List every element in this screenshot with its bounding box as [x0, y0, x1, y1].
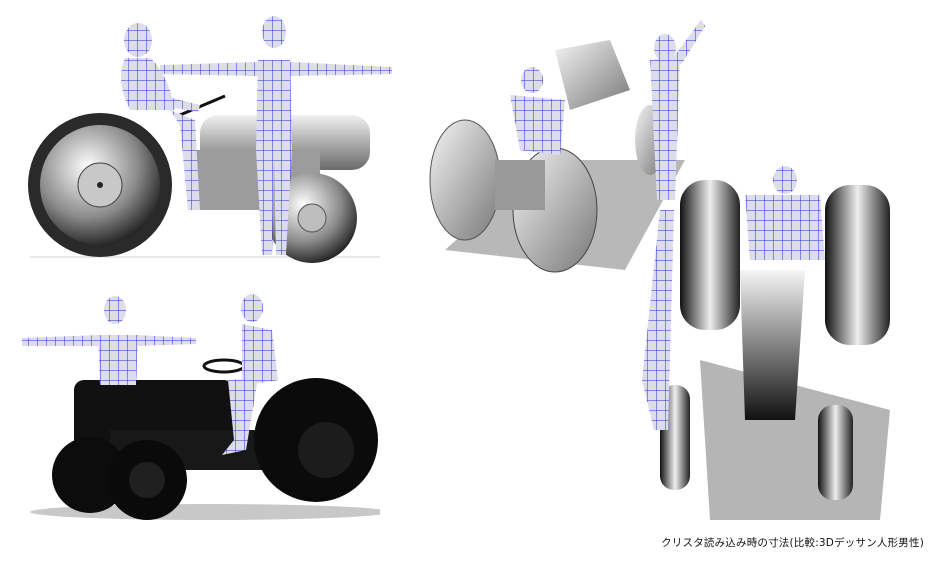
tractor-rear-illustration [429, 20, 705, 273]
tractor-front-illustration [642, 166, 890, 520]
mannequin-tpose-back [22, 296, 196, 385]
mannequin-seated [121, 23, 200, 210]
scene-rear-top-view [425, 10, 715, 295]
scene-side-view [20, 10, 400, 265]
scene-perspective-dark [10, 290, 380, 525]
mannequin-seated-driving [222, 294, 278, 455]
caption-text: クリスタ読み込み時の寸法(比較:3Dデッサン人形男性) [661, 537, 924, 549]
tractor-dark-illustration [22, 294, 380, 520]
tractor-side-illustration [28, 16, 392, 263]
mannequin-tpose [160, 16, 392, 255]
scene-front-top-view [620, 160, 920, 530]
